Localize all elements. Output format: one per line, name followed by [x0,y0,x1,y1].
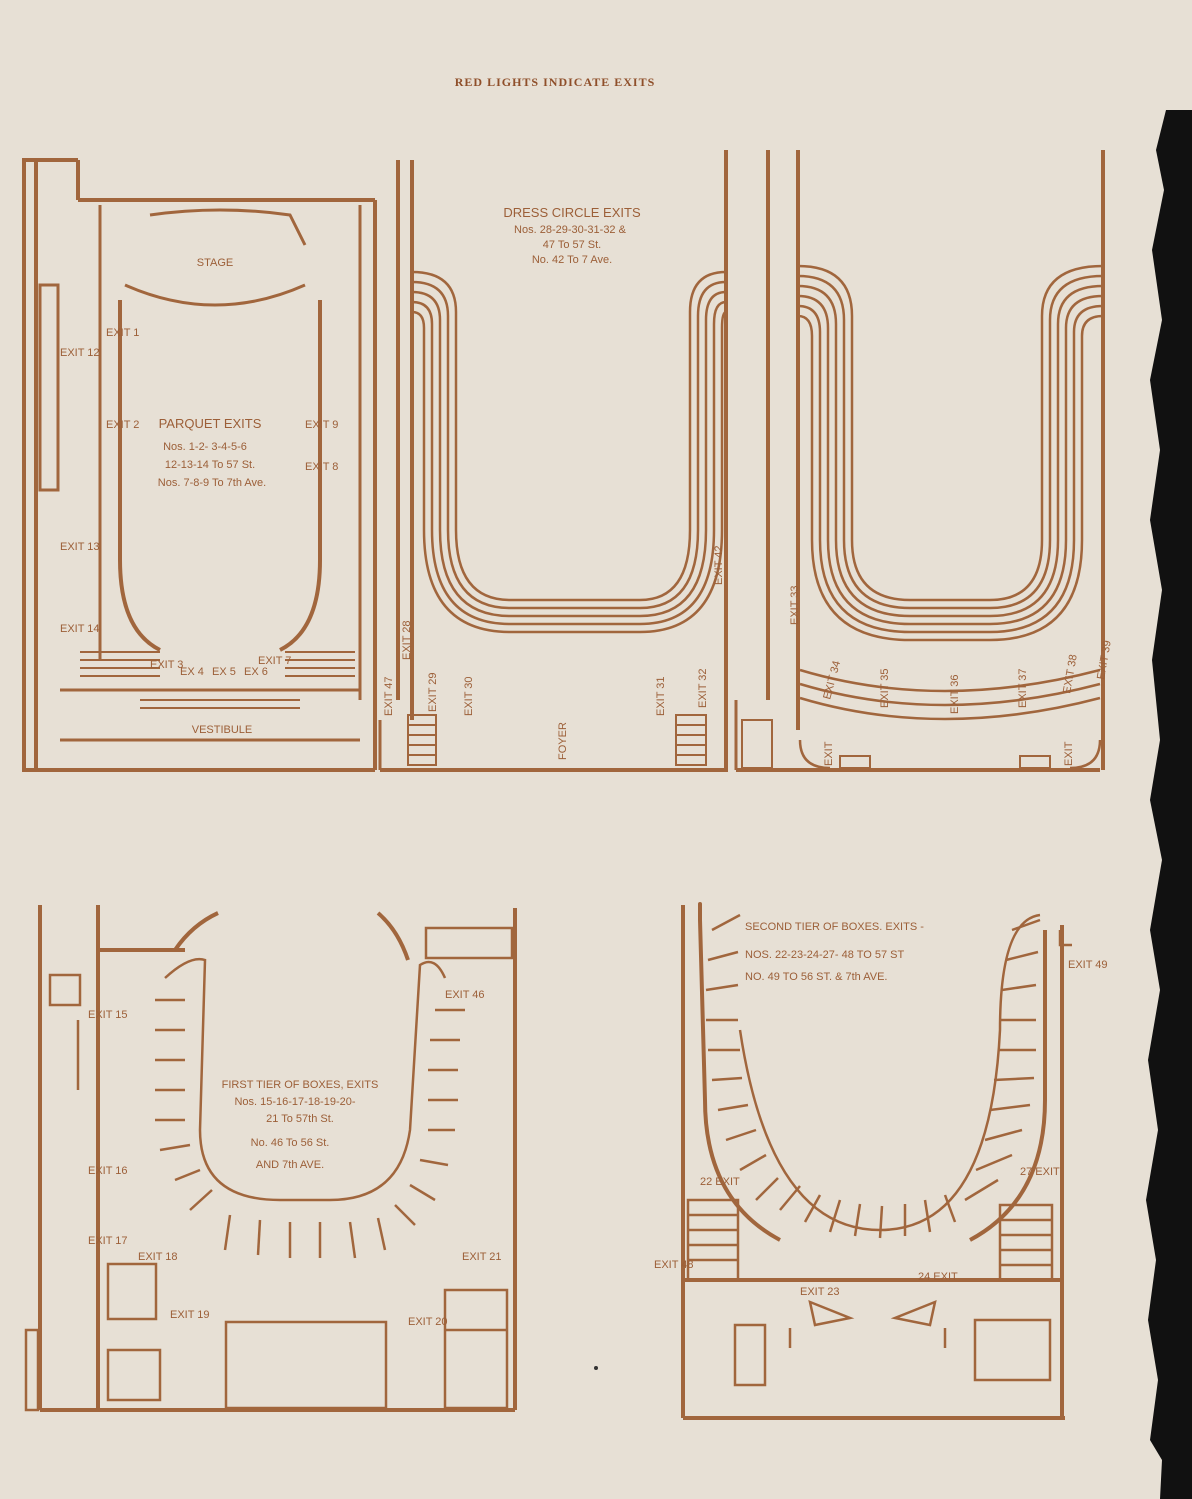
exit-37-label: EXIT 37 [1017,668,1029,708]
second-tier-caption-line-1: SECOND TIER OF BOXES. EXITS - [745,921,924,933]
first-tier-plan: FIRST TIER OF BOXES, EXITS Nos. 15-16-17… [24,905,517,1412]
exit-42-label: EXIT 42 [713,545,725,585]
second-tier-caption-line-3: NO. 49 TO 56 ST. & 7th AVE. [745,971,887,983]
vestibule-label: VESTIBULE [192,724,253,736]
exit-right-lower-label: EXIT [1063,741,1075,766]
exit-20-label: EXIT 20 [408,1316,448,1328]
exit-21-label: EXIT 21 [462,1251,502,1263]
exit-33-label: EXIT 33 [789,585,801,625]
exit-49-label: EXIT 49 [1068,959,1108,971]
exit-27-label: 27 EXIT [1020,1166,1060,1178]
ink-speck [594,1366,598,1370]
exit-1-label: EXIT 1 [106,327,139,339]
exit-29-label: EXIT 29 [427,672,439,712]
first-tier-caption-line-2: Nos. 15-16-17-18-19-20- [234,1096,355,1108]
dress-circle-caption-line-4: No. 42 To 7 Ave. [532,254,612,266]
exit-47-label: EXIT 47 [383,676,395,716]
first-tier-caption-line-3: 21 To 57th St. [266,1113,334,1125]
exit-3-label: EXIT 3 [150,659,183,671]
exit-5-label: EX 5 [212,666,236,678]
first-tier-caption-line-1: FIRST TIER OF BOXES, EXITS [222,1079,379,1091]
exit-35-label: EXIT 35 [879,668,891,708]
exit-2-label: EXIT 2 [106,419,139,431]
stage-label: STAGE [197,257,233,269]
exit-32-label: EXIT 32 [697,668,709,708]
exit-22-label: 22 EXIT [700,1176,740,1188]
dress-circle-caption-line-3: 47 To 57 St. [543,239,602,251]
dress-circle-caption-line-1: DRESS CIRCLE EXITS [503,205,641,220]
parquet-caption-line-1: PARQUET EXITS [159,416,262,431]
exit-19-label: EXIT 19 [170,1309,210,1321]
parquet-caption-line-4: Nos. 7-8-9 To 7th Ave. [158,477,266,489]
dress-circle-plan: DRESS CIRCLE EXITS Nos. 28-29-30-31-32 &… [378,150,728,772]
exit-48-label: EXIT 48 [654,1259,694,1271]
dress-circle-caption-line-2: Nos. 28-29-30-31-32 & [514,224,627,236]
balcony-plan: EXIT 33 EXIT 34 EXIT 35 EXIT 36 EXIT 37 … [734,150,1114,772]
exit-17-label: EXIT 17 [88,1235,128,1247]
exit-9-label: EXIT 9 [305,419,338,431]
exit-13-label: EXIT 13 [60,541,100,553]
exit-30-label: EXIT 30 [463,676,475,716]
parquet-caption-line-3: 12-13-14 To 57 St. [165,459,255,471]
exit-31-label: EXIT 31 [655,676,667,716]
exit-39-label: EXIT 39 [1095,639,1114,680]
exit-24-label: 24 EXIT [918,1271,958,1283]
exit-18-label: EXIT 18 [138,1251,178,1263]
second-tier-plan: SECOND TIER OF BOXES. EXITS - NOS. 22-23… [654,902,1108,1420]
exit-12-label: EXIT 12 [60,347,100,359]
exit-left-lower-label: EXIT [823,741,835,766]
second-tier-caption-line-2: NOS. 22-23-24-27- 48 TO 57 ST [745,949,904,961]
exit-7-label: EXIT 7 [258,655,291,667]
page-title: RED LIGHTS INDICATE EXITS [455,75,656,89]
torn-page-edge [1146,110,1192,1499]
exit-28-label: EXIT 28 [401,620,413,660]
first-tier-caption-line-5: AND 7th AVE. [256,1159,324,1171]
exit-8-label: EXIT 8 [305,461,338,473]
exit-4-label: EX 4 [180,666,204,678]
parquet-caption-line-2: Nos. 1-2- 3-4-5-6 [163,441,247,453]
exit-6-label: EX 6 [244,666,268,678]
parquet-plan: STAGE VESTIBULE PARQUET EXITS Nos. 1-2- … [22,158,377,772]
exit-15-label: EXIT 15 [88,1009,128,1021]
foyer-label: FOYER [557,722,569,760]
exit-16-label: EXIT 16 [88,1165,128,1177]
exit-46-label: EXIT 46 [445,989,485,1001]
first-tier-caption-line-4: No. 46 To 56 St. [251,1137,330,1149]
exit-14-label: EXIT 14 [60,623,100,635]
exit-36-label: EXIT 36 [949,674,961,714]
exit-23-label: EXIT 23 [800,1286,840,1298]
